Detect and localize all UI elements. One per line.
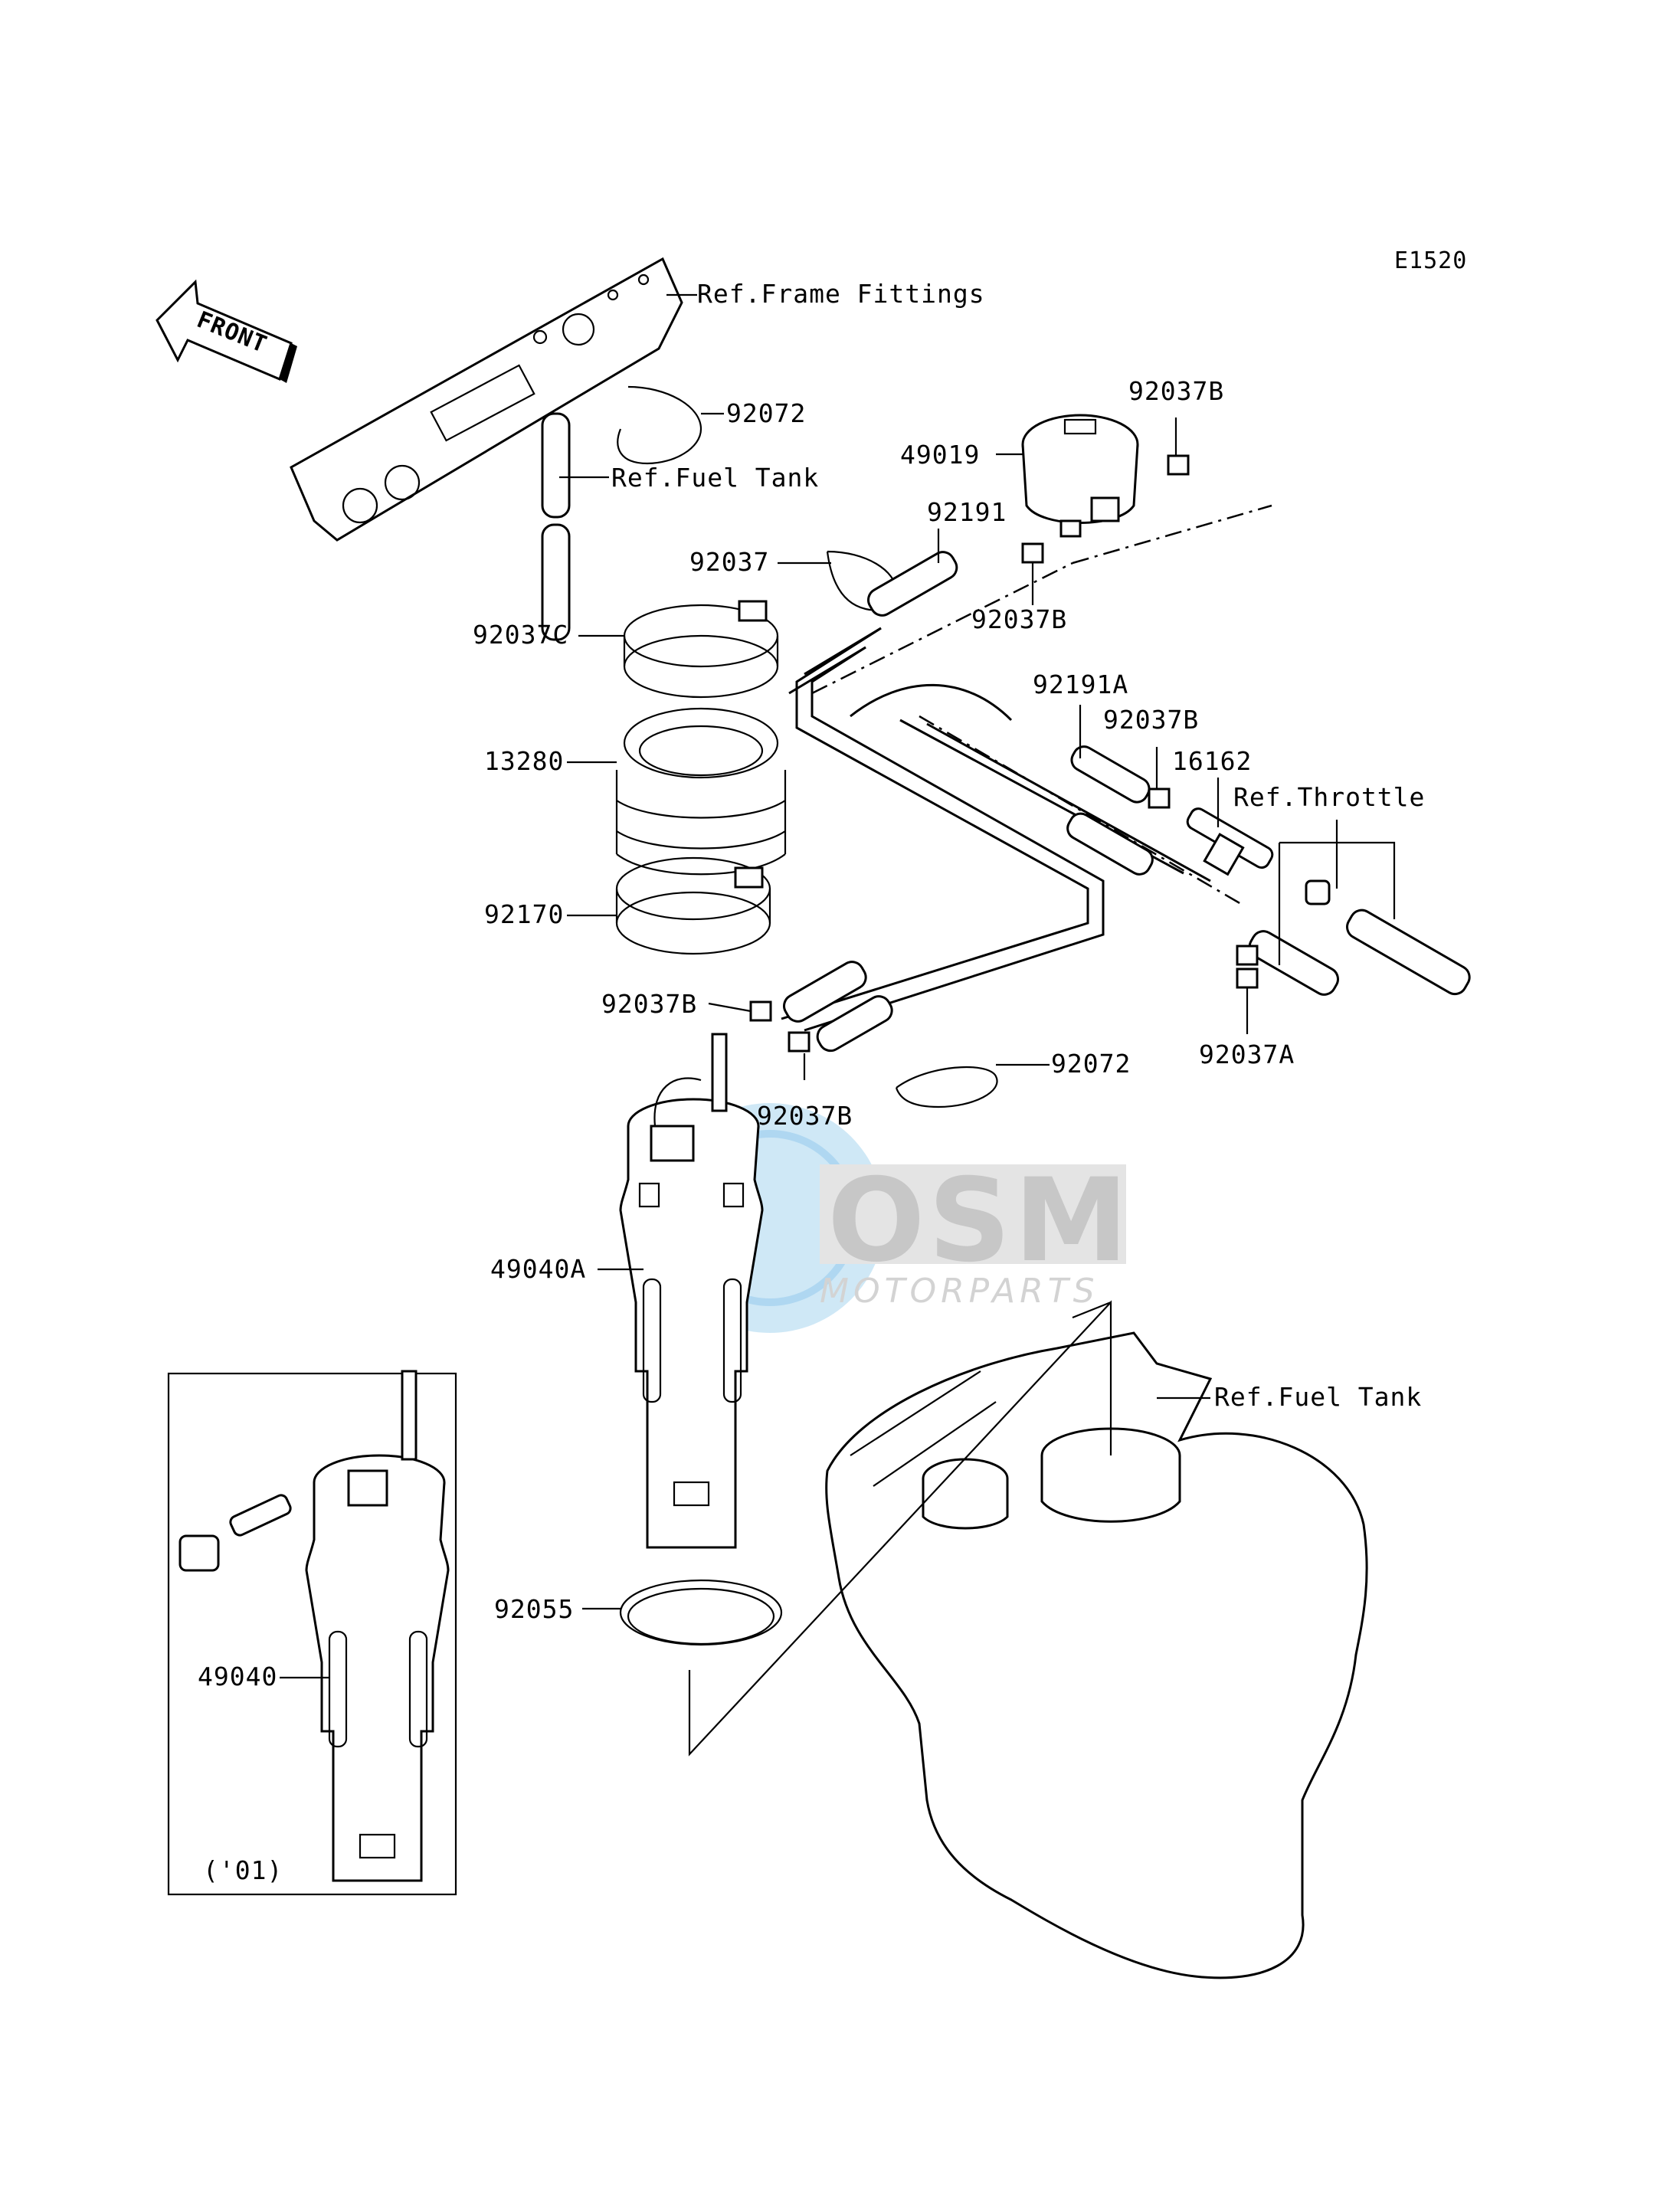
callout-92072-top: 92072 (726, 398, 806, 428)
fuel-hoses (781, 504, 1272, 1032)
callout-92037B-left: 92037B (601, 989, 697, 1019)
callout-49040A: 49040A (490, 1254, 586, 1284)
callout-92037B-right: 92037B (1103, 705, 1199, 735)
o-ring-92055 (619, 1579, 783, 1646)
callout-ref-frame-fittings: Ref.Frame Fittings (697, 279, 985, 309)
callout-92037A: 92037A (1199, 1040, 1295, 1069)
callout-92037B-mid: 92037B (971, 604, 1067, 634)
small-clamps (749, 454, 1331, 1053)
callout-92191A: 92191A (1033, 670, 1128, 699)
clamp-92072-top (617, 385, 702, 465)
front-label: FRONT (193, 306, 270, 359)
leader-lines (280, 293, 1396, 1757)
hose-lower-b (816, 995, 893, 1053)
frame-fitting-bracket (290, 257, 683, 542)
hose-segment (1066, 812, 1154, 876)
hose-lower-a (783, 961, 867, 1023)
front-arrow-icon: FRONT (156, 279, 297, 383)
inset-box (167, 1372, 457, 1896)
hose-band-92037C (623, 600, 779, 699)
clamp-92072-mid (895, 1066, 998, 1108)
callout-49019: 49019 (900, 440, 980, 470)
hose-right-a (1248, 930, 1339, 996)
watermark-sub: MOTORPARTS (820, 1272, 1099, 1311)
hose-band-92170 (615, 856, 771, 955)
fuel-pump-49040 (178, 1370, 450, 1882)
inset-year-label: ('01) (203, 1855, 283, 1885)
hose-right-b (1346, 909, 1471, 996)
watermark-brand: OSM (827, 1154, 1131, 1288)
callout-ref-fuel-tank-top: Ref.Fuel Tank (611, 463, 819, 493)
callout-ref-throttle: Ref.Throttle (1233, 782, 1425, 812)
callout-13280: 13280 (484, 746, 564, 776)
callout-49040: 49040 (198, 1662, 277, 1691)
fuel-tank (825, 1331, 1368, 1979)
callout-ref-fuel-tank-right: Ref.Fuel Tank (1214, 1382, 1422, 1412)
callout-92037B-top: 92037B (1128, 376, 1224, 406)
joint-pipe-16162 (1186, 807, 1274, 876)
hose-92191 (867, 551, 958, 617)
callout-92037B-pump: 92037B (757, 1101, 853, 1131)
diagram-code: E1520 (1394, 247, 1467, 274)
callout-92037C: 92037C (473, 620, 568, 650)
callout-92170: 92170 (484, 899, 564, 929)
hose-92191A (1070, 745, 1151, 804)
callout-92055: 92055 (494, 1594, 574, 1624)
callout-92191: 92191 (927, 497, 1007, 527)
fuel-filter-49019 (1021, 414, 1139, 538)
pump-seal-13280 (615, 707, 787, 876)
vent-hose (541, 412, 571, 641)
callout-92072-mid: 92072 (1051, 1049, 1131, 1079)
callout-92037: 92037 (689, 547, 769, 577)
fuel-pump-49040A (619, 1033, 764, 1549)
callout-16162: 16162 (1172, 746, 1252, 776)
